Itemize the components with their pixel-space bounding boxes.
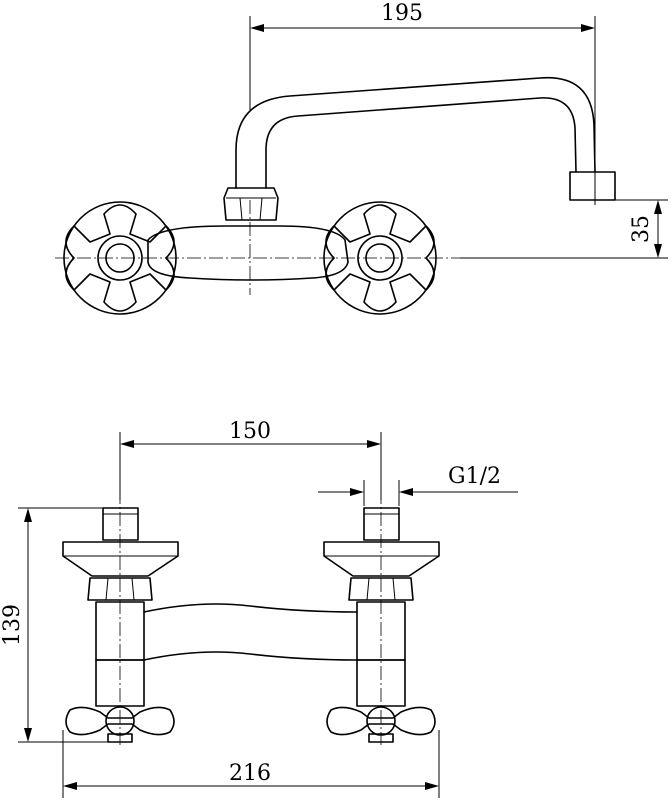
dim-total-width: 216	[229, 761, 271, 786]
dim-inlet-spacing: 150	[229, 419, 271, 444]
mixer-body	[147, 225, 349, 281]
right-lever	[326, 706, 436, 743]
dim-spout-reach: 195	[381, 1, 423, 26]
front-view: 195 35	[55, 1, 668, 315]
dim-thread-size: G1/2	[448, 464, 501, 489]
body-top	[143, 603, 358, 613]
dim-spout-height: 35	[629, 215, 654, 243]
left-lever	[65, 706, 175, 743]
aerator	[569, 171, 616, 201]
swivel-nut	[223, 187, 279, 221]
spout	[235, 76, 596, 189]
top-view: 150 G1/2 139 216	[0, 419, 518, 798]
left-handle	[63, 201, 177, 315]
right-handle	[323, 201, 437, 315]
left-inlet	[62, 507, 179, 707]
dim-total-height: 139	[0, 604, 25, 646]
right-inlet	[323, 507, 440, 707]
